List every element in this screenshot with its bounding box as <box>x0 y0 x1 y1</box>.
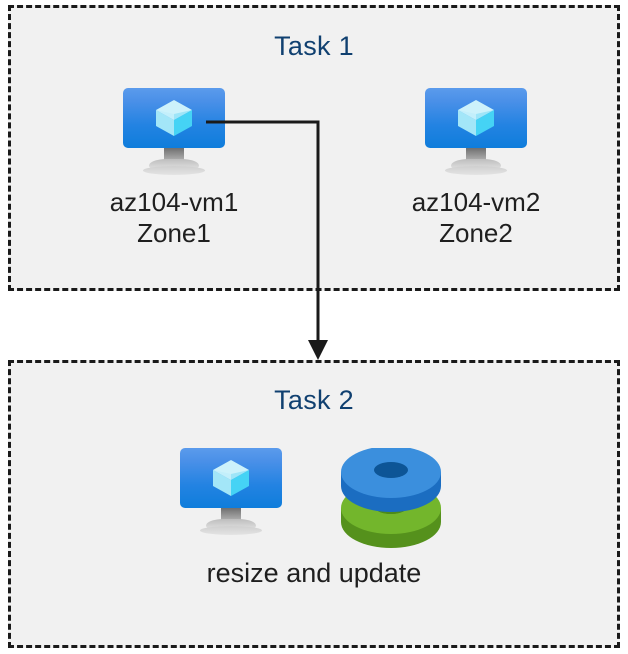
task-2-container: Task 2 <box>8 360 620 648</box>
node-az104-vm2-labels: az104-vm2 Zone2 <box>361 187 591 249</box>
node-az104-vm1[interactable]: az104-vm1 Zone1 <box>59 88 289 249</box>
monitor-foot <box>143 166 205 175</box>
node-az104-vm2[interactable]: az104-vm2 Zone2 <box>361 88 591 249</box>
vm1-zone-label: Zone1 <box>137 218 211 248</box>
task-2-title: Task 2 <box>274 385 354 415</box>
monitor-foot <box>200 526 262 535</box>
vm2-name-label: az104-vm2 <box>411 187 541 217</box>
virtual-machine-icon <box>425 88 527 176</box>
task-2-caption: resize and update <box>206 558 422 588</box>
vm1-name-label: az104-vm1 <box>109 187 239 217</box>
node-az104-vm1-labels: az104-vm1 Zone1 <box>59 187 289 249</box>
virtual-machine-icon <box>123 88 225 176</box>
managed-disks-icon[interactable] <box>337 448 445 548</box>
monitor-foot <box>445 166 507 175</box>
cube-icon <box>456 99 496 137</box>
task-1-title: Task 1 <box>274 31 354 61</box>
cube-icon <box>154 99 194 137</box>
vm2-zone-label: Zone2 <box>439 218 513 248</box>
cube-icon <box>211 459 251 497</box>
virtual-machine-icon <box>180 448 282 536</box>
task-2-vm-node[interactable] <box>141 448 321 536</box>
disk-blue <box>341 448 441 512</box>
task-1-container: Task 1 az104-vm1 <box>8 5 620 291</box>
